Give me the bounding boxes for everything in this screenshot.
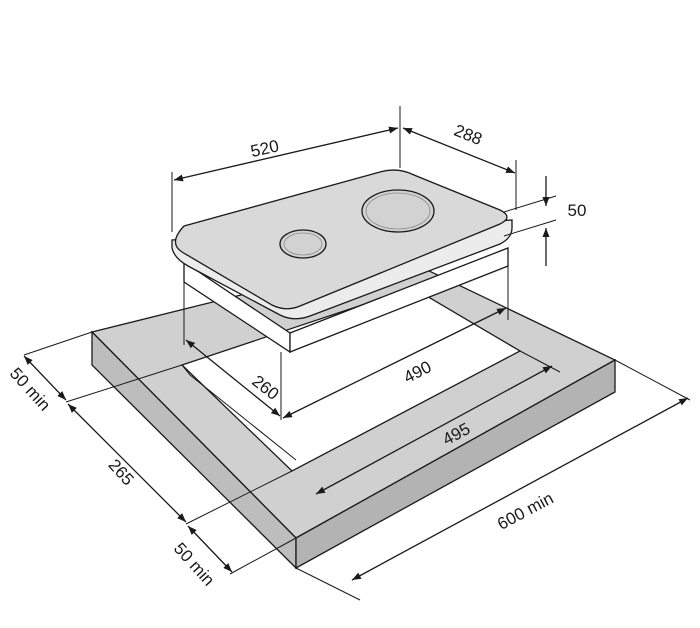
dim-line-600 [351, 397, 689, 581]
label-288: 288 [451, 121, 484, 149]
label-265: 265 [105, 455, 138, 489]
dim-line-288 [402, 127, 516, 174]
label-520: 520 [249, 136, 281, 161]
dim-line-265 [67, 403, 187, 523]
dim-line-50-back [187, 525, 233, 573]
extension-lines [23, 106, 691, 601]
small-cooking-zone-ring [283, 232, 323, 256]
large-cooking-zone-ring [365, 192, 431, 230]
label-50-height: 50 [568, 201, 587, 220]
hob [171, 169, 513, 320]
label-50-min-back: 50 min [170, 539, 218, 590]
large-cooking-zone [361, 189, 435, 233]
label-50-min-front: 50 min [6, 364, 54, 415]
dim-line-50-front [23, 355, 67, 401]
dimension-lines [23, 126, 689, 581]
label-600-min: 600 min [494, 489, 556, 534]
dim-line-260 [185, 339, 281, 417]
small-cooking-zone [279, 229, 327, 259]
worktop [90, 255, 617, 570]
dim-line-520 [173, 126, 399, 182]
